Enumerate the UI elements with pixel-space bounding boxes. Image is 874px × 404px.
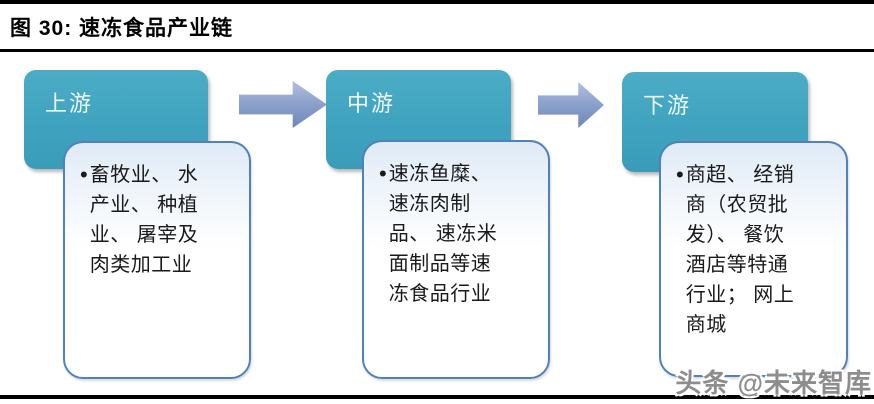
stage-label-midstream: 中游 bbox=[347, 91, 396, 116]
top-rule-divider bbox=[0, 0, 874, 4]
header-rule-divider bbox=[0, 49, 874, 52]
watermark: 头条 @未来智库 bbox=[675, 368, 872, 398]
bullet-marker: • bbox=[379, 161, 387, 186]
figure-title: 图 30: 速冻食品产业链 bbox=[10, 17, 234, 40]
stage-description-upstream: 畜牧业、 水 产业、 种植 业、 屠宰及 肉类加工业 bbox=[89, 164, 199, 276]
stage-detail-downstream: • 商超、 经销 商（农贸批 发）、 餐饮 酒店等特通 行业； 网上 商城 bbox=[659, 141, 848, 377]
stage-label-downstream: 下游 bbox=[643, 93, 692, 118]
stage-description-midstream: 速冻鱼糜、 速冻肉制 品、 速冻米 面制品等速 冻食品行业 bbox=[388, 163, 498, 305]
flow-arrow-icon bbox=[239, 81, 327, 128]
bottom-rule-divider bbox=[0, 395, 874, 399]
bullet-marker: • bbox=[80, 162, 88, 187]
bullet-marker: • bbox=[676, 162, 684, 187]
stage-description-downstream: 商超、 经销 商（农贸批 发）、 餐饮 酒店等特通 行业； 网上 商城 bbox=[685, 164, 795, 336]
stage-label-upstream: 上游 bbox=[45, 91, 94, 116]
stage-detail-upstream: • 畜牧业、 水 产业、 种植 业、 屠宰及 肉类加工业 bbox=[63, 141, 251, 379]
flow-arrow-icon bbox=[538, 82, 604, 128]
stage-detail-midstream: • 速冻鱼糜、 速冻肉制 品、 速冻米 面制品等速 冻食品行业 bbox=[362, 140, 550, 379]
